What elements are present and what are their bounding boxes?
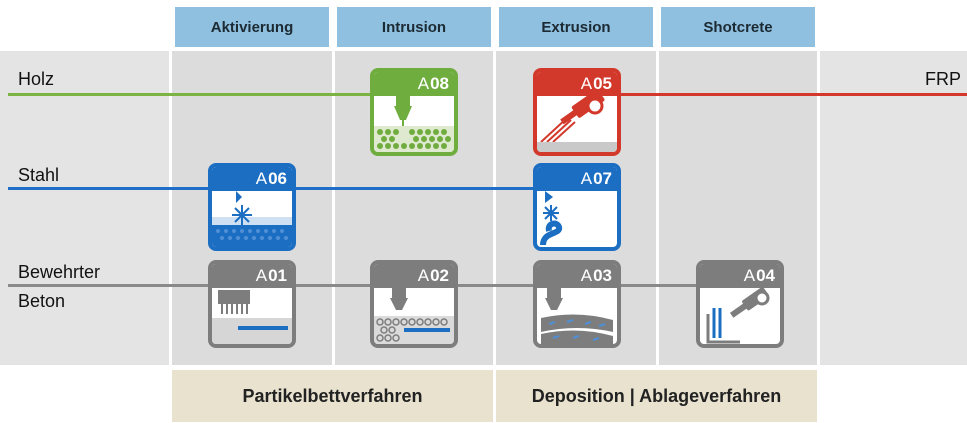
wire-arc-icon: [540, 191, 563, 246]
print-head-icon: [212, 290, 292, 344]
row-label-beton-line1: Bewehrter: [18, 262, 101, 282]
laser-activation-icon: [212, 191, 292, 247]
row-label-stahl: Stahl: [18, 165, 60, 185]
row-label-holz: Holz: [18, 69, 55, 89]
header-extrusion: Extrusion: [499, 7, 653, 47]
row-label-beton-line2: Beton: [18, 291, 66, 311]
row-label-frp: FRP: [925, 69, 961, 89]
header-intrusion: Intrusion: [337, 7, 491, 47]
beton-line: [8, 284, 708, 287]
concrete-extrusion-icon: [541, 288, 613, 344]
header-shotcrete: Shotcrete: [661, 7, 815, 47]
holz-line: [8, 93, 380, 96]
header-aktivierung: Aktivierung: [175, 7, 329, 47]
footer-particle-bed: Partikelbettverfahren: [172, 370, 493, 422]
frp-extrusion-icon: [537, 96, 617, 152]
left-margin-band: [0, 51, 169, 365]
footer-deposition: Deposition | Ablageverfahren: [496, 370, 817, 422]
shotcrete-nozzle-icon: [706, 288, 770, 344]
intrusion-nozzle-icon: [374, 96, 454, 152]
right-margin-band: [820, 51, 967, 365]
frp-line: [575, 93, 967, 96]
particle-intrusion-icon: [374, 288, 454, 344]
